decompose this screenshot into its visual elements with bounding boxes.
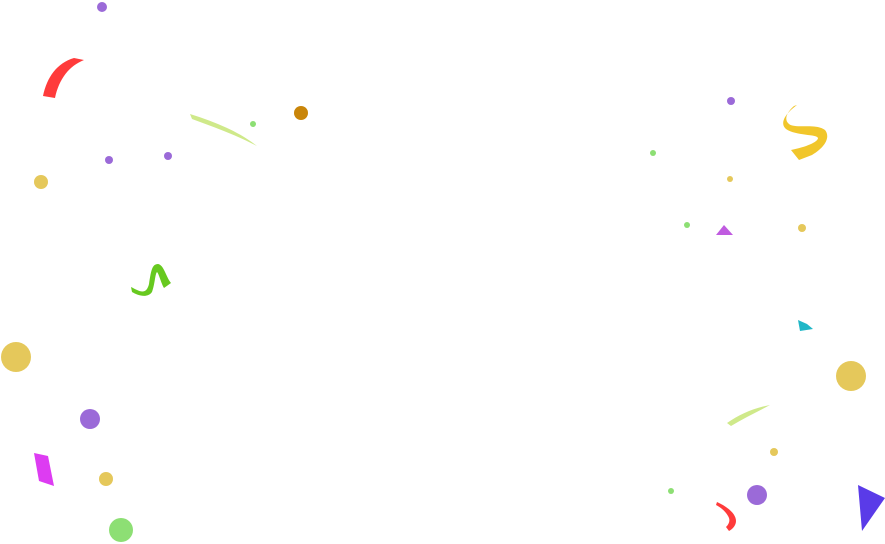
gold-dot-top-left [294, 106, 308, 120]
magenta-confetti-quad [34, 453, 54, 486]
yellow-dot-left-lower [99, 472, 113, 486]
large-yellow-dot-right [836, 361, 866, 391]
small-green-dot-top-left [250, 121, 256, 127]
purple-dot-right-lower [747, 485, 767, 505]
yellow-dot-right-2 [798, 224, 806, 232]
purple-dot-right-top [727, 97, 735, 105]
purple-dot-left-2 [164, 152, 172, 160]
yellow-dot-left [34, 175, 48, 189]
yellow-curly-streamer [783, 105, 828, 160]
green-dot-right-1 [650, 150, 656, 156]
purple-dot-left-lower [80, 409, 100, 429]
red-hook-streamer [716, 502, 736, 531]
lime-streamer-right [727, 405, 770, 426]
lime-streamer-top-left [190, 114, 257, 146]
yellow-dot-right-lower [770, 448, 778, 456]
green-twist-streamer [131, 264, 171, 296]
cyan-confetti-shard [798, 320, 813, 331]
large-yellow-dot-left [1, 342, 31, 372]
yellow-dot-right-1 [727, 176, 733, 182]
green-dot-right-lower [668, 488, 674, 494]
red-curved-streamer [43, 58, 84, 98]
green-dot-bottom-left [109, 518, 133, 542]
purple-dot-top-left [97, 2, 107, 12]
blue-triangle-bottom-right [858, 485, 885, 531]
violet-triangle [716, 225, 733, 235]
green-dot-right-2 [684, 222, 690, 228]
purple-dot-left-1 [105, 156, 113, 164]
